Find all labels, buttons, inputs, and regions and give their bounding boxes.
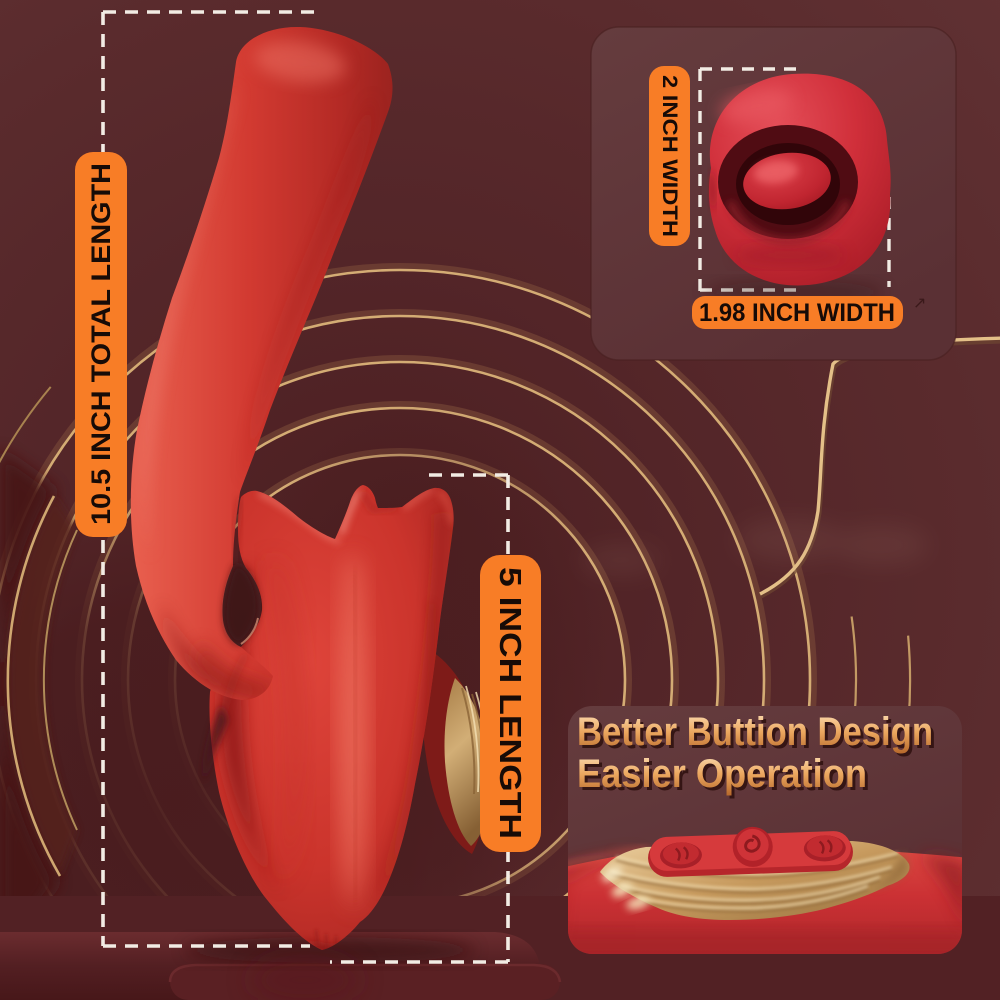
svg-text:5 INCH LENGTH: 5 INCH LENGTH	[493, 567, 528, 839]
svg-text:10.5 INCH TOTAL LENGTH: 10.5 INCH TOTAL LENGTH	[86, 163, 116, 525]
svg-text:Better Buttion Design: Better Buttion Design	[577, 710, 933, 754]
svg-text:2 INCH WIDTH: 2 INCH WIDTH	[658, 75, 681, 237]
svg-text:Better Buttion Design: Better Buttion Design	[580, 713, 936, 757]
svg-text:Easier Operation: Easier Operation	[580, 755, 870, 799]
svg-text:Easier Operation: Easier Operation	[577, 752, 867, 796]
svg-text:1.98 INCH WIDTH: 1.98 INCH WIDTH	[699, 299, 895, 327]
svg-text:↗: ↗	[913, 295, 926, 312]
